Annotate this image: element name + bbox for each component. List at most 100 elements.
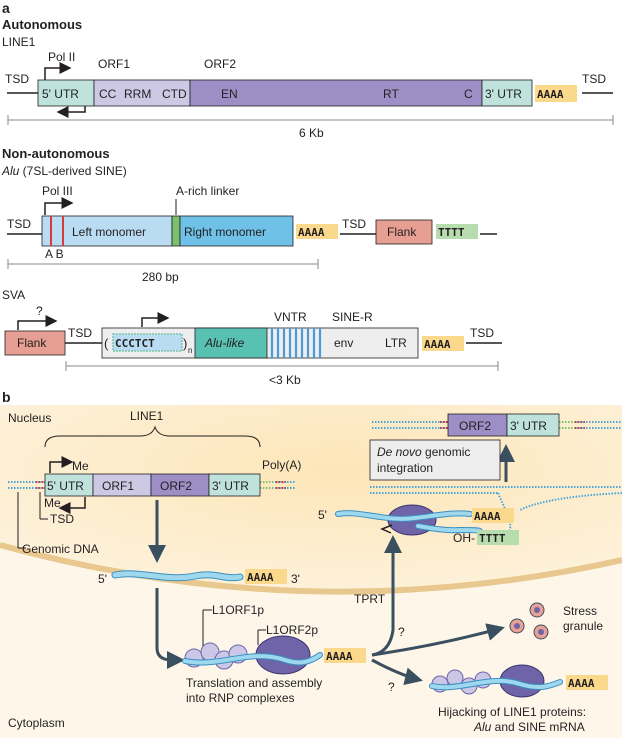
line1-tsd-right: TSD <box>582 72 606 86</box>
line1-locus-label: LINE1 <box>130 409 164 423</box>
stress-granule-core <box>538 629 544 635</box>
mrna-3prime-label: 3' <box>291 572 300 586</box>
alu-title: Alu (7SL-derived SINE) <box>1 164 127 178</box>
vntr-stripes <box>270 328 322 358</box>
nucleus-label: Nucleus <box>8 411 51 425</box>
nuclear-envelope <box>0 542 622 595</box>
rt-domain-label: RT <box>383 87 399 101</box>
env-label: env <box>334 336 353 350</box>
rrm-domain-label: RRM <box>124 87 151 101</box>
inserted-orf2-label: ORF2 <box>459 419 491 433</box>
sine-rna <box>430 678 562 690</box>
inserted-3utr-label: 3' UTR <box>510 419 547 433</box>
tprt-tttt-label: TTTT <box>479 532 506 545</box>
tprt-polya-label: AAAA <box>474 510 501 523</box>
panel-a-letter: a <box>2 0 10 16</box>
orf1-heading: ORF1 <box>98 57 130 71</box>
sva-repeat-subscript: n <box>188 346 192 355</box>
sva-polya-box <box>422 336 464 351</box>
stress-granule-core <box>534 607 540 613</box>
tprt-5prime-label: 5' <box>318 508 327 522</box>
alu-flank-label: Flank <box>387 225 417 239</box>
alu-polya-box <box>296 224 338 239</box>
pol3-arrow <box>44 197 74 215</box>
orf2-heading: ORF2 <box>204 57 236 71</box>
alu-like-box <box>194 327 268 359</box>
de-novo-italic: De novo <box>377 445 422 459</box>
line1-tsd-left: TSD <box>5 72 29 86</box>
autonomous-heading: Autonomous <box>2 17 82 32</box>
rnp-complex <box>182 635 323 675</box>
alu-right-monomer <box>179 215 294 247</box>
genomic-dna-callout: Genomic DNA <box>22 542 99 556</box>
left-monomer-label: Left monomer <box>72 225 146 239</box>
alu-like-label: Alu-like <box>204 336 245 350</box>
nonautonomous-heading: Non-autonomous <box>2 146 110 161</box>
l1orf2p-label: L1ORF2p <box>266 623 318 637</box>
hijacking-arrow <box>371 658 423 686</box>
tprt-oh-label: OH- <box>453 531 475 545</box>
polya-tract-label: Poly(A) <box>262 458 301 472</box>
orf1-box <box>93 79 191 107</box>
a-rich-linker-box <box>171 215 181 247</box>
hijacked-rnp <box>429 664 563 698</box>
en-domain-label: EN <box>221 87 238 101</box>
locus-orf2-label: ORF2 <box>160 479 192 493</box>
hijack-caption-rest: and SINE mRNA <box>491 720 584 734</box>
locus-3utr-box <box>208 473 261 497</box>
l1orf1p-label: L1ORF1p <box>212 603 264 617</box>
tprt-rna <box>336 511 472 521</box>
alu-tttt-label: TTTT <box>438 226 465 239</box>
line1-3utr-label: 3' UTR <box>485 87 522 101</box>
sva-flank-box <box>4 330 66 356</box>
reverse-transcription-direction <box>380 524 393 534</box>
stress-granule-core <box>514 623 520 629</box>
hijacking-caption-line2: Alu and SINE mRNA <box>473 720 585 734</box>
alu-tsd-right: TSD <box>342 217 366 231</box>
translation-caption-line2: into RNP complexes <box>186 691 295 705</box>
sva-paren-open: ( <box>104 336 109 351</box>
locus-3utr-label: 3' UTR <box>212 479 249 493</box>
sense-promoter-arrow <box>49 456 74 473</box>
tprt-polya-box <box>472 508 514 523</box>
inserted-dna <box>372 421 622 429</box>
line1-scale-label: 6 Kb <box>299 126 324 140</box>
line1-label: LINE1 <box>2 35 36 49</box>
stress-granule <box>509 602 549 640</box>
rnp-polya-box <box>324 648 366 663</box>
line1-polya-box <box>535 85 577 102</box>
line1-3utr-box <box>481 79 533 107</box>
de-novo-line1: De novo genomic <box>377 445 470 459</box>
inserted-3utr-box <box>506 413 560 437</box>
mrna-5prime-label: 5' <box>98 572 107 586</box>
ccctct-repeat-label: CCCTCT <box>115 337 155 350</box>
pol2-label: Pol II <box>48 50 75 64</box>
alu-title-rest: (7SL-derived SINE) <box>19 164 126 178</box>
hijack-alu-italic: Alu <box>473 720 492 734</box>
line1-polya-label: AAAA <box>537 88 564 101</box>
sva-paren-close: ) <box>183 336 187 351</box>
hijack-polya-box <box>566 675 608 690</box>
antisense-promoter-arrow <box>58 497 86 514</box>
sva-polya-label: AAAA <box>424 338 451 351</box>
ccctct-repeat-box <box>112 333 183 352</box>
tsd-callout: TSD <box>50 512 74 526</box>
orf2-box <box>189 79 483 107</box>
line1-5utr-box <box>37 79 95 107</box>
tprt-label: TPRT <box>354 592 386 606</box>
target-dna-loop <box>497 492 512 536</box>
sva-tsd-right: TSD <box>470 326 494 340</box>
rnp-rna <box>183 653 322 665</box>
a-rich-linker-label: A-rich linker <box>176 184 239 198</box>
right-monomer-label: Right monomer <box>184 225 266 239</box>
mrna-polya-label: AAAA <box>247 571 274 584</box>
ltr-label: LTR <box>385 336 407 350</box>
methyl-label-bottom: Me <box>44 496 61 510</box>
ab-box-label: A B <box>45 247 64 261</box>
sva-promoter-arrow <box>141 312 170 327</box>
de-novo-rest: genomic <box>422 445 471 459</box>
mrna-polya-box <box>245 569 287 584</box>
hijack-polya-label: AAAA <box>568 677 595 690</box>
sva-question-mark: ? <box>36 304 43 318</box>
